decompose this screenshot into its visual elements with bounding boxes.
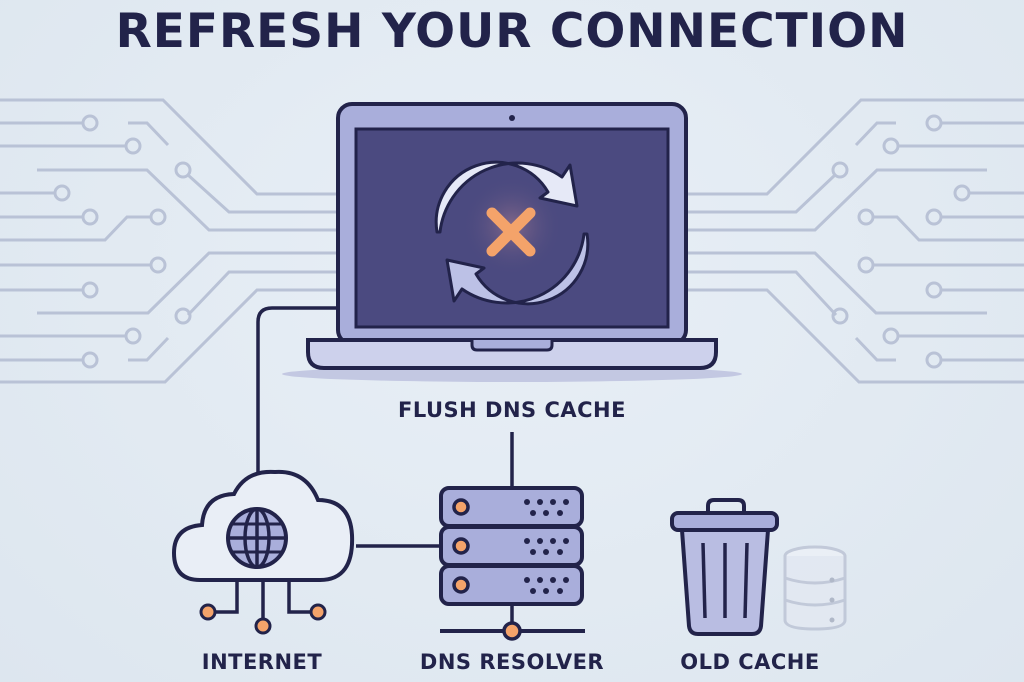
- circuit-right-icon: [685, 98, 1024, 384]
- laptop-icon: [282, 102, 742, 382]
- x-mark-icon: [486, 207, 536, 257]
- cloud-globe-icon: [171, 469, 355, 635]
- trash-can-icon: [670, 498, 779, 636]
- server-stack-icon: [439, 486, 585, 641]
- old-cache-label: OLD CACHE: [680, 650, 820, 674]
- circuit-left-icon: [0, 98, 340, 384]
- dns-resolver-label: DNS RESOLVER: [419, 650, 605, 674]
- cache-database-icon: [783, 545, 847, 631]
- laptop-label: FLUSH DNS CACHE: [398, 398, 626, 422]
- page-title: REFRESH YOUR CONNECTION: [115, 4, 909, 59]
- refresh-icon: [434, 160, 590, 306]
- internet-label: INTERNET: [201, 650, 323, 674]
- connector-lines: [256, 306, 514, 548]
